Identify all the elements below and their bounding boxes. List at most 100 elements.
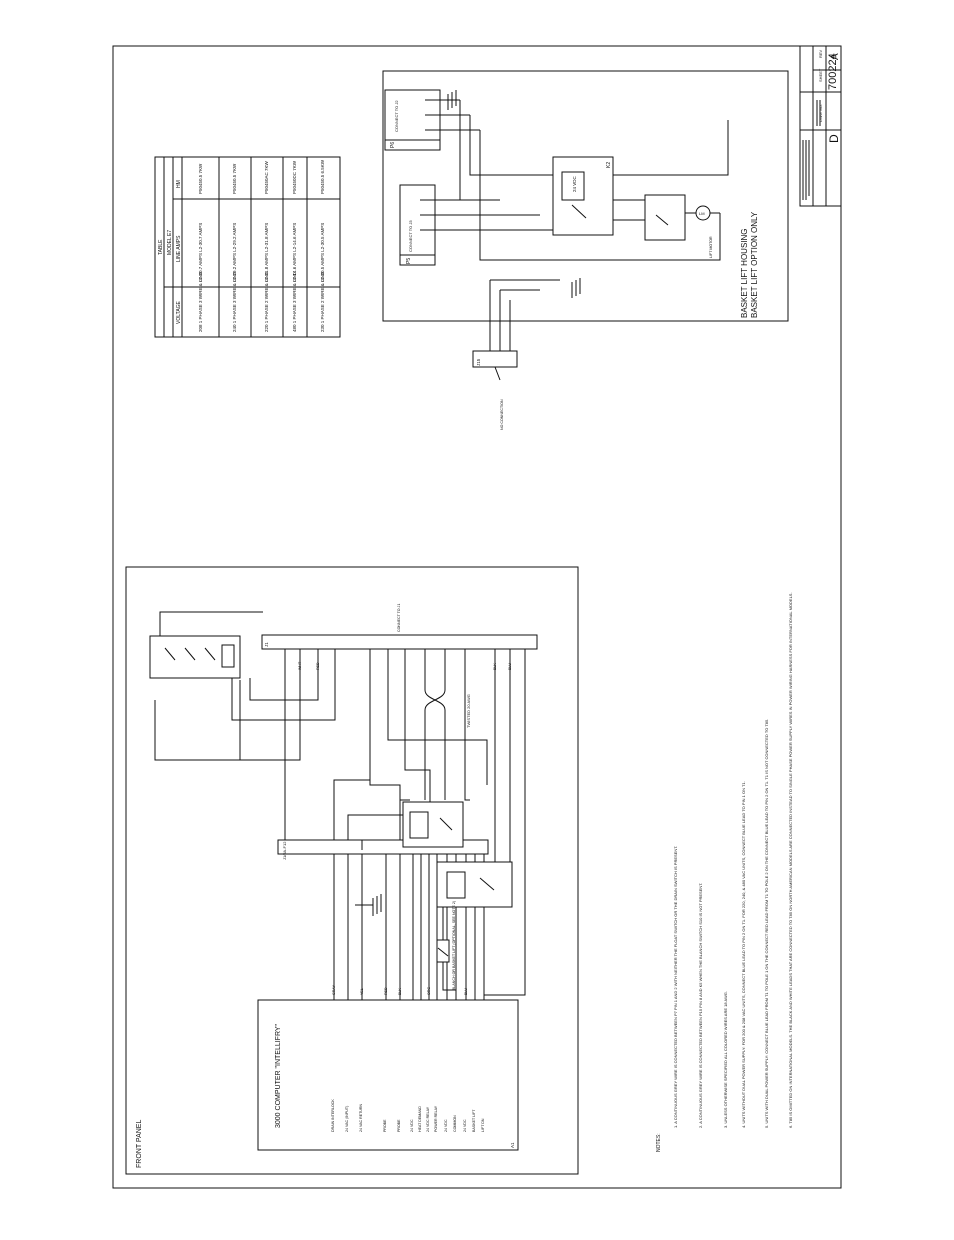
svg-text:LIFT DN: LIFT DN — [481, 1118, 485, 1132]
svg-text:COMMON: COMMON — [453, 1115, 457, 1132]
table-row: 230 1 PHASE 2 WIRE & GND L1-30.5 AMPS L2… — [320, 159, 325, 332]
svg-text:P50450.5 7KW: P50450.5 7KW — [232, 163, 237, 194]
table-header-line-amps: LINE AMPS — [176, 235, 182, 262]
p6-label: P6 — [390, 142, 396, 148]
computer-input-labels: DRAIN INTERLOCK 24 VAC (INPUT) 24 VAC RE… — [331, 1099, 485, 1132]
svg-text:240 1 PHASE 3 WIRE & GND: 240 1 PHASE 3 WIRE & GND — [232, 271, 237, 332]
svg-text:24 VDC: 24 VDC — [463, 1119, 467, 1132]
svg-text:RED: RED — [316, 662, 320, 670]
computer-label: 3000 COMPUTER "INTELLIFRY" — [275, 1023, 282, 1128]
note-item: 3. UNLESS OTHERWISE SPECIFIED ALL COLORE… — [723, 991, 728, 1128]
connect-to-j1-label: CONNECT TO J1 — [397, 604, 401, 632]
sheet-label: SHEET — [818, 68, 823, 82]
svg-text:P50450.5 6.5KW: P50450.5 6.5KW — [320, 159, 325, 194]
lift-motor-label: LIFT MOTOR — [709, 236, 713, 258]
connect-to-j3-label: CONNECT TO J3 — [408, 220, 413, 252]
ground-symbol — [355, 894, 382, 916]
a1-label: A1 — [510, 1142, 515, 1148]
svg-text:PROBE: PROBE — [383, 1119, 387, 1132]
svg-text:24 VDC RELAY: 24 VDC RELAY — [426, 1106, 430, 1132]
note-item: 5. UNITS WITH DUAL POWER SUPPLY: CONNECT… — [764, 719, 769, 1128]
front-panel-enclosure — [125, 566, 579, 1175]
ground-symbol — [447, 90, 457, 110]
svg-text:ORG: ORG — [427, 987, 431, 995]
svg-text:P50450.5 7KW: P50450.5 7KW — [198, 163, 203, 194]
drawing-size: D — [827, 134, 841, 143]
drain-switch-note: BLANCH OR BASKET LIFT (OPTIONAL, SEE NOT… — [452, 901, 456, 990]
svg-text:YEL: YEL — [360, 988, 364, 995]
front-panel-label: FRONT PANEL — [136, 1120, 143, 1168]
table-row: 220 1 PHASE 2 WIRE & GND L1-31.8 AMPS L2… — [264, 160, 269, 332]
svg-text:P50450DC 7KW: P50450DC 7KW — [292, 160, 297, 194]
p5-label: P5 — [406, 258, 412, 264]
svg-text:DRAIN INTERLOCK: DRAIN INTERLOCK — [331, 1099, 335, 1132]
svg-text:24 VAC (INPUT): 24 VAC (INPUT) — [345, 1106, 349, 1132]
svg-text:L1-14.6 AMPS L2-14.6 AMPS: L1-14.6 AMPS L2-14.6 AMPS — [292, 223, 297, 282]
table-title: TABLE — [158, 239, 164, 255]
note-item: 1. A CONTINUOUS GREY WIRE IS CONNECTED B… — [673, 846, 678, 1128]
svg-text:L1-29.2 AMPS L2-29.2 AMPS: L1-29.2 AMPS L2-29.2 AMPS — [232, 223, 237, 282]
wire-labels: GRAY YEL RED BLK ORG BLU WHT RED BLK BLU — [298, 661, 512, 995]
table-subtitle: MODEL E7 — [167, 230, 173, 255]
title-block-fineprint — [802, 100, 821, 200]
svg-text:L1-30.7 AMPS L2-30.7 AMPS: L1-30.7 AMPS L2-30.7 AMPS — [198, 223, 203, 282]
table-row: 480 1 PHASE 3 WIRE & GND L1-14.6 AMPS L2… — [292, 160, 297, 332]
svg-text:BLU: BLU — [508, 663, 512, 670]
j15-label: J15 — [476, 358, 481, 366]
lift-motor-relay — [644, 194, 686, 241]
twisted-label: TWISTED 20 AWG — [466, 694, 471, 728]
svg-text:RED: RED — [384, 987, 388, 995]
ground-symbol — [571, 278, 581, 298]
svg-text:L1-31.8 AMPS L2-31.8 AMPS: L1-31.8 AMPS L2-31.8 AMPS — [264, 223, 269, 282]
no-connection-label: NO CONNECTION — [500, 399, 504, 430]
svg-text:BASKET LIFT: BASKET LIFT — [472, 1109, 476, 1132]
j1-connector — [261, 634, 538, 650]
svg-text:24 VDC: 24 VDC — [444, 1119, 448, 1132]
title-block: 700224 A D DWG NO. SHEET REV — [799, 45, 842, 207]
svg-text:BLK: BLK — [493, 663, 497, 670]
svg-text:PROBE: PROBE — [397, 1119, 401, 1132]
table-header-voltage: VOLTAGE — [176, 300, 182, 324]
computer-module — [257, 999, 519, 1151]
svg-text:WHT: WHT — [298, 661, 302, 670]
sheet-border — [112, 45, 842, 1189]
basket-lift-housing: BASKET LIFT HOUSING BASKET LIFT OPTION O… — [382, 70, 789, 430]
computer-connector-label: J1/6A-F12 — [282, 841, 287, 860]
front-panel: FRONT PANEL 3000 COMPUTER "INTELLIFRY" D… — [125, 566, 579, 1175]
rev-label: REV — [818, 49, 823, 58]
svg-text:BLU: BLU — [464, 988, 468, 995]
svg-text:POWER RELAY: POWER RELAY — [434, 1105, 438, 1132]
svg-text:HEAT DEMAND: HEAT DEMAND — [418, 1106, 422, 1132]
svg-text:230 1 PHASE 2 WIRE & GND: 230 1 PHASE 2 WIRE & GND — [320, 271, 325, 332]
lift-motor-tag: LM — [699, 211, 705, 216]
j1-label: J1 — [264, 642, 269, 647]
note-item: 6. T85 IS OMITTED ON INTERNATIONAL MODEL… — [788, 592, 793, 1128]
svg-text:220 1 PHASE 2 WIRE & GND: 220 1 PHASE 2 WIRE & GND — [264, 271, 269, 332]
relay-k2-label: K2 — [606, 162, 612, 168]
connector-p5 — [399, 184, 436, 266]
drain-switch — [436, 939, 450, 963]
note-item: 4. UNITS WITHOUT DUAL POWER SUPPLY: FOR … — [741, 781, 746, 1128]
table-row: 240 1 PHASE 3 WIRE & GND L1-29.2 AMPS L2… — [232, 163, 237, 332]
connect-to-j2-label: CONNECT TO J2 — [394, 100, 399, 132]
svg-text:208 1 PHASE 3 WIRE & GND: 208 1 PHASE 3 WIRE & GND — [198, 271, 203, 332]
model-table: TABLE MODEL E7 VOLTAGE LINE AMPS HM 208 … — [154, 156, 341, 338]
basket-lift-enclosure — [382, 70, 789, 322]
svg-text:GRAY: GRAY — [332, 984, 336, 995]
note-item: 2. A CONTINUOUS GREY WIRE IS CONNECTED B… — [698, 883, 703, 1128]
notes-heading: NOTES: — [656, 1133, 662, 1152]
relay-coil-voltage: 24 VDC — [572, 175, 577, 192]
svg-text:480 1 PHASE 3 WIRE & GND: 480 1 PHASE 3 WIRE & GND — [292, 271, 297, 332]
table-row: 208 1 PHASE 3 WIRE & GND L1-30.7 AMPS L2… — [198, 163, 203, 332]
svg-text:L1-30.5 AMPS L2-30.5 AMPS: L1-30.5 AMPS L2-30.5 AMPS — [320, 223, 325, 282]
svg-text:24 VDC: 24 VDC — [410, 1119, 414, 1132]
revision-letter: A — [830, 53, 841, 60]
svg-text:P50450AC 7KW: P50450AC 7KW — [264, 160, 269, 194]
notes-block: NOTES: 1. A CONTINUOUS GREY WIRE IS CONN… — [656, 592, 793, 1152]
computer-input-leads — [333, 854, 485, 1000]
basket-lift-subtitle: BASKET LIFT OPTION ONLY — [750, 211, 759, 318]
wiring-harness — [154, 611, 526, 996]
svg-text:24 VAC RETURN: 24 VAC RETURN — [359, 1104, 363, 1132]
